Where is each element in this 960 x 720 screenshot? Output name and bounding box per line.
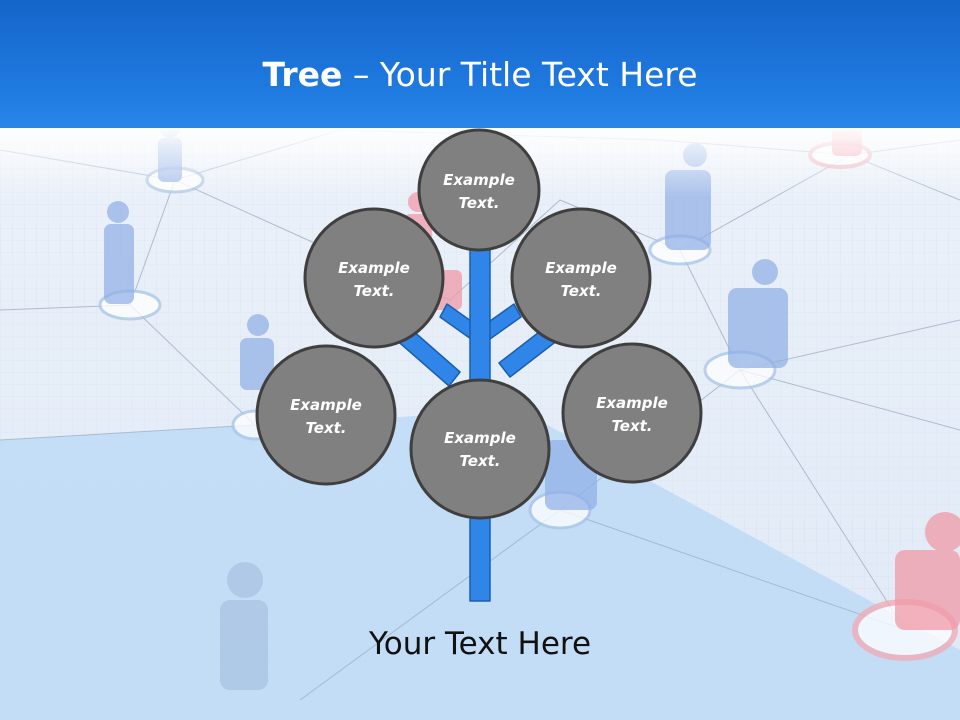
node-top-line1: Example [443,171,515,189]
node-center-line2: Text. [459,452,500,470]
node-lower-right-line2: Text. [611,417,652,435]
node-upper-right-line1: Example [545,259,617,277]
tree-node-top: Example Text. [417,128,541,252]
node-lower-left-line1: Example [290,396,362,414]
tree-node-upper-left: Example Text. [303,207,445,349]
node-top-line2: Text. [458,194,499,212]
slide-title: Tree – Your Title Text Here [0,52,960,98]
node-center-line1: Example [444,429,516,447]
title-bar [0,0,960,128]
title-rest-text: – Your Title Text Here [342,55,698,94]
node-lower-right-line1: Example [596,394,668,412]
tree-node-lower-right: Example Text. [561,342,703,484]
node-upper-left-line1: Example [338,259,410,277]
tree-node-lower-left: Example Text. [255,344,397,486]
tree-node-center: Example Text. [409,378,551,520]
tree-node-upper-right: Example Text. [510,207,652,349]
node-lower-left-line2: Text. [305,419,346,437]
node-upper-right-line2: Text. [560,282,601,300]
footer-text: Your Text Here [368,626,592,662]
node-upper-left-line2: Text. [353,282,394,300]
title-bold-text: Tree [262,55,343,94]
